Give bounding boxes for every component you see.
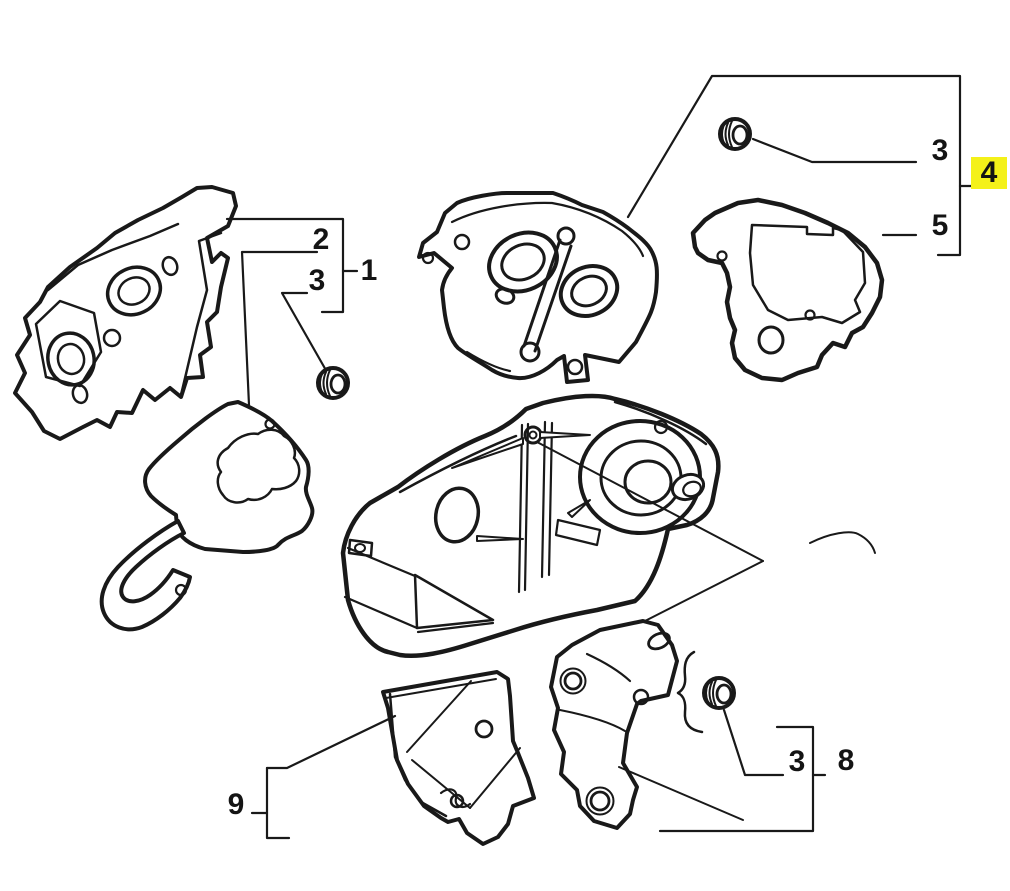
- callout-1[interactable]: 1: [360, 254, 378, 287]
- part-cover-central-drawing: [343, 396, 718, 656]
- part-gasket-left-drawing: [102, 402, 313, 629]
- part-cover-top-left-drawing: [15, 187, 236, 439]
- callout-4-label: 4: [980, 156, 998, 189]
- callout-5[interactable]: 5: [931, 209, 949, 242]
- grommet-top-right: [718, 117, 752, 151]
- callout-3-left[interactable]: 3: [308, 264, 326, 297]
- callout-2[interactable]: 2: [312, 223, 330, 256]
- part-shield-bottom-left-drawing: [383, 672, 534, 844]
- callout-8[interactable]: 8: [837, 744, 855, 777]
- callout-4-highlighted[interactable]: 4: [971, 157, 1007, 189]
- grommet-left: [316, 366, 350, 400]
- part-bracket-bottom-right-drawing: [551, 621, 677, 828]
- callout-leader-lines: [227, 76, 971, 838]
- part-cover-top-center-drawing: [419, 193, 657, 382]
- callout-3-bottom-right[interactable]: 3: [788, 745, 806, 778]
- grommet-bottom-right: [702, 676, 736, 710]
- part-gasket-right-drawing: [693, 200, 882, 380]
- callout-3-top-right[interactable]: 3: [931, 134, 949, 167]
- callout-9[interactable]: 9: [227, 788, 245, 821]
